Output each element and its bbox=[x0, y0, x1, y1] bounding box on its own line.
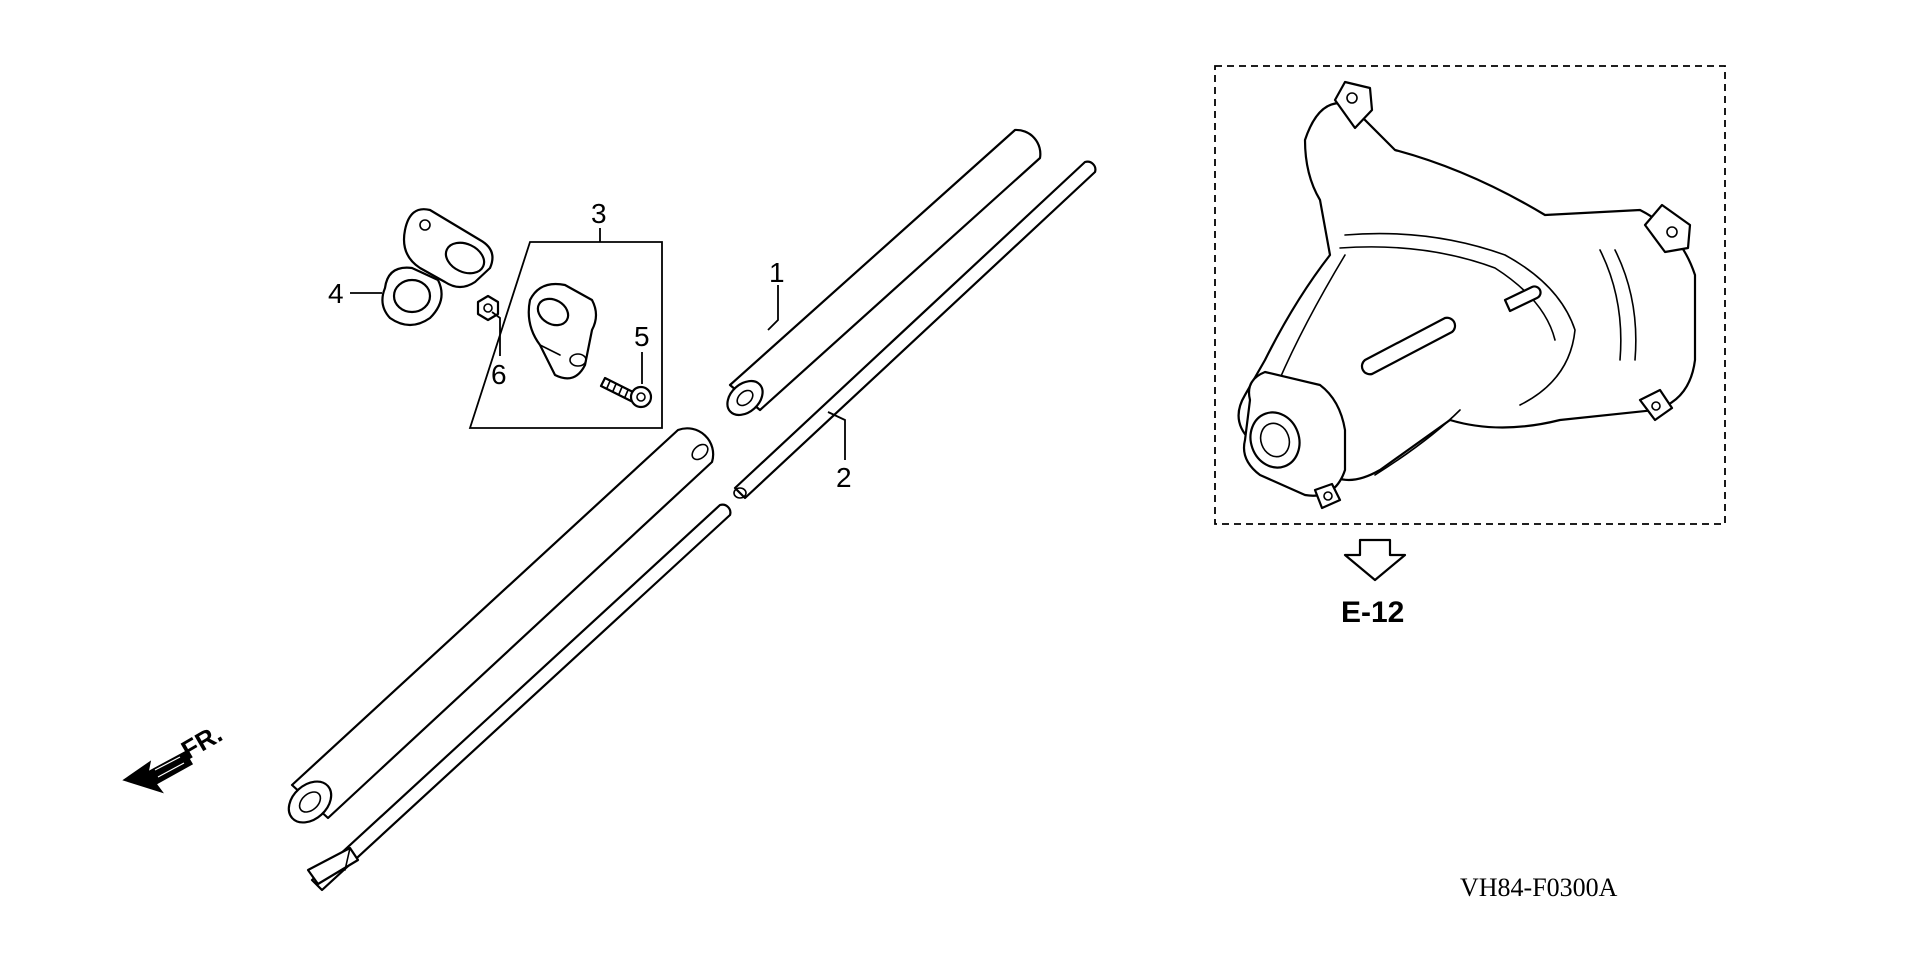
reference-box bbox=[1214, 65, 1726, 525]
leader-lines bbox=[350, 285, 846, 460]
gear-case-housing[interactable] bbox=[1237, 80, 1697, 510]
front-direction-arrow-icon bbox=[122, 750, 194, 794]
callout-2: 2 bbox=[836, 462, 852, 493]
outer-tube-lower[interactable] bbox=[281, 427, 715, 830]
drive-shaft-upper[interactable] bbox=[733, 160, 1097, 500]
callout-5: 5 bbox=[634, 321, 650, 352]
callout-1: 1 bbox=[769, 257, 785, 288]
outer-tube-upper[interactable] bbox=[721, 128, 1042, 422]
nut[interactable] bbox=[476, 294, 500, 322]
clamp-body[interactable] bbox=[527, 282, 598, 380]
diagram-code: VH84-F0300A bbox=[1460, 873, 1618, 902]
drive-shaft-lower[interactable] bbox=[306, 503, 732, 892]
bolt[interactable] bbox=[599, 376, 653, 409]
clamp-assembly-box bbox=[468, 228, 663, 429]
callout-4: 4 bbox=[328, 278, 344, 309]
reference-arrow-icon bbox=[1343, 538, 1407, 582]
callout-6: 6 bbox=[491, 359, 507, 390]
reference-label: E-12 bbox=[1341, 596, 1404, 629]
handle-bracket[interactable] bbox=[381, 208, 494, 327]
callout-3: 3 bbox=[591, 198, 607, 229]
